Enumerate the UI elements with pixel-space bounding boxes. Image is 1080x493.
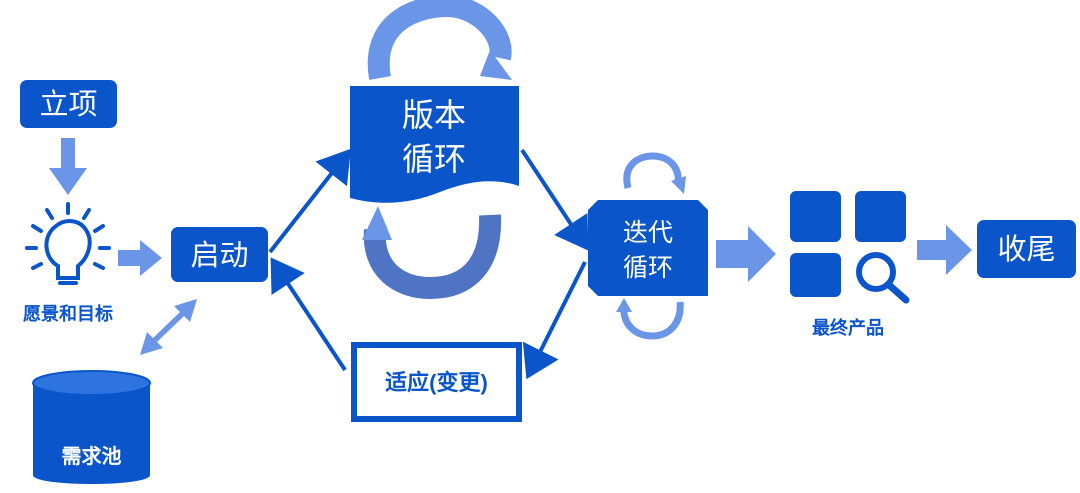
arrow-release-to-iteration — [520, 148, 589, 251]
release-cycle-node: 版本 循环 — [350, 86, 519, 203]
closing-label: 收尾 — [997, 233, 1055, 266]
requirements-pool-label: 需求池 — [62, 445, 122, 468]
release-cycle-label-line1: 版本 — [402, 97, 466, 133]
arrow-iteration-to-adapt — [522, 261, 587, 380]
adapt-change-label: 适应(变更) — [385, 370, 488, 395]
arrow-start-to-release — [268, 148, 351, 254]
down-arrow — [49, 138, 87, 195]
iteration-cycle-label-line1: 迭代 — [623, 219, 673, 247]
iteration-cycle-arrows — [616, 152, 686, 340]
right-arrow-to-closing — [917, 225, 972, 275]
database-cylinder-icon — [32, 370, 151, 484]
iteration-cycle-label-line2: 循环 — [623, 254, 673, 282]
release-cycle-arrows — [362, 0, 512, 300]
grid-search-icon — [790, 191, 910, 304]
start-node: 启动 — [171, 227, 268, 282]
iteration-cycle-node: 迭代 循环 — [588, 200, 708, 296]
vision-goal-label: 愿景和目标 — [23, 303, 113, 324]
initiation-label: 立项 — [39, 88, 97, 121]
release-cycle-label-line2: 循环 — [402, 141, 466, 177]
right-arrow-to-start — [118, 240, 162, 276]
bidirectional-arrow — [140, 299, 197, 355]
closing-node: 收尾 — [977, 220, 1076, 278]
start-label: 启动 — [190, 239, 248, 272]
lightbulb-icon — [25, 202, 111, 285]
final-product-label: 最终产品 — [812, 317, 884, 338]
arrow-adapt-to-start — [270, 257, 347, 372]
adapt-change-node: 适应(变更) — [351, 342, 522, 422]
right-arrow-to-product — [716, 226, 776, 282]
initiation-node: 立项 — [20, 80, 117, 128]
